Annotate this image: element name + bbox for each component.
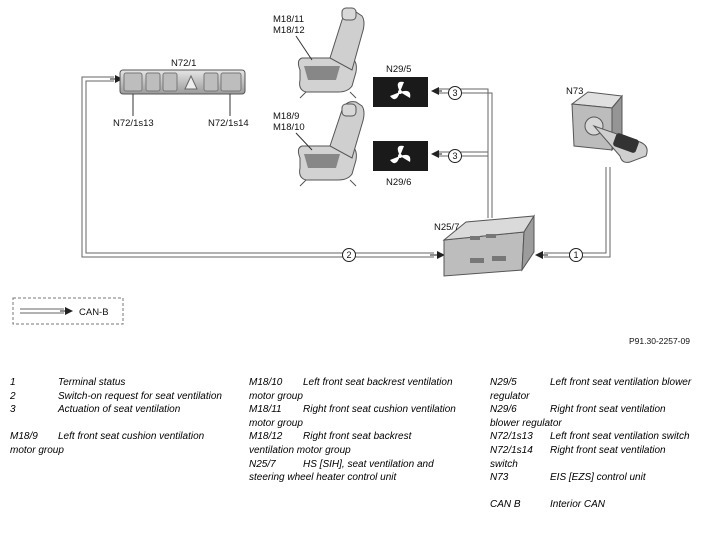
svg-text:3: 3	[452, 88, 457, 98]
legend-code: M18/10	[249, 377, 283, 388]
legend-item: N73 EIS [EZS] control unit	[490, 471, 695, 485]
legend-code: CAN B	[490, 499, 521, 511]
legend-code: 3	[10, 404, 16, 416]
legend-code: 1	[10, 377, 16, 388]
label-can-b: CAN-B	[79, 307, 109, 318]
legend-code: N25/7	[249, 458, 276, 470]
legend-code: N73	[490, 472, 509, 484]
label-n72-1: N72/1	[171, 58, 196, 69]
label-n72-1s13: N72/1s13	[113, 118, 154, 129]
signal-circle-3-upper: 3	[448, 86, 462, 100]
label-m18-10: M18/10	[273, 122, 305, 133]
legend-item: 1 Terminal status	[10, 376, 225, 390]
label-m18-11: M18/11	[273, 14, 304, 25]
can-b-legend: CAN-B	[12, 297, 124, 325]
legend-column-1: 1 Terminal status 2 Switch-on request for …	[10, 376, 225, 458]
svg-text:2: 2	[346, 250, 351, 260]
legend-text: Right front seat backrest ventilation mo…	[249, 431, 412, 456]
legend-text: HS [SIH], seat ventilation and steering …	[249, 458, 434, 484]
legend-text: Switch-on request for seat ventilation	[58, 390, 222, 402]
label-n73: N73	[566, 86, 583, 97]
label-m18-12: M18/12	[273, 25, 305, 36]
ignition-n73	[570, 91, 648, 163]
can-line-2	[81, 76, 434, 258]
label-n29-6: N29/6	[386, 177, 411, 188]
legend-code: M18/11	[249, 404, 282, 416]
legend-text: Interior CAN	[550, 499, 606, 511]
seat-lower-image	[297, 101, 365, 187]
seat-upper-image	[297, 7, 365, 99]
legend-text: Left front seat backrest ventilation mot…	[249, 377, 453, 402]
legend-text: Left front seat ventilation blower regul…	[490, 377, 692, 402]
label-m18-9: M18/9	[273, 111, 299, 122]
legend-code: 2	[10, 390, 16, 402]
legend-text: EIS [EZS] control unit	[550, 472, 646, 484]
legend-text: Left front seat ventilation switch	[550, 431, 690, 443]
legend-text: Right front seat ventilation switch	[490, 444, 666, 470]
legend-code: N72/1s14	[490, 444, 533, 456]
legend-text: Actuation of seat ventilation	[58, 404, 181, 416]
can-line-1	[544, 167, 611, 258]
legend-item: 3 Actuation of seat ventilation	[10, 403, 225, 417]
legend-code: N29/5	[490, 377, 517, 388]
signal-circle-1: 1	[569, 248, 583, 262]
legend-text: Left front seat cushion ventilation moto…	[10, 431, 205, 456]
legend-code: N72/1s13	[490, 431, 533, 443]
blower-lower-n29-6	[373, 141, 428, 171]
legend-item: CAN B Interior CAN	[490, 498, 695, 512]
leader-upper-seat	[295, 35, 313, 61]
can-line-3	[438, 88, 493, 218]
svg-text:1: 1	[573, 250, 578, 260]
figure-reference: P91.30-2257-09	[629, 336, 690, 346]
module-n25-7	[442, 214, 535, 277]
legend-item: N72/1s13 Left front seat ventilation swit…	[490, 430, 695, 444]
legend-code: N29/6	[490, 404, 517, 416]
legend-text: Right front seat ventilation blower regu…	[490, 404, 666, 429]
label-n25-7: N25/7	[434, 222, 459, 233]
legend-item: 2 Switch-on request for seat ventilation	[10, 390, 225, 404]
label-n72-1s14: N72/1s14	[208, 118, 249, 129]
signal-circle-2: 2	[342, 248, 356, 262]
leader-lower-seat	[295, 132, 313, 151]
signal-circle-3-lower: 3	[448, 149, 462, 163]
blower-upper-n29-5	[373, 77, 428, 107]
legend-text: Terminal status	[58, 377, 126, 388]
svg-text:3: 3	[452, 151, 457, 161]
legend-code: M18/9	[10, 431, 38, 443]
legend-text: Right front seat cushion ventilation mot…	[249, 404, 456, 429]
ventilation-diagram: 1 2 3 3 N72/1 N72/1s13 N72/1s14 M18/11 M…	[12, 7, 690, 346]
label-n29-5: N29/5	[386, 64, 411, 75]
control-panel-n72-1	[119, 69, 246, 116]
legend-code: M18/12	[249, 431, 283, 443]
